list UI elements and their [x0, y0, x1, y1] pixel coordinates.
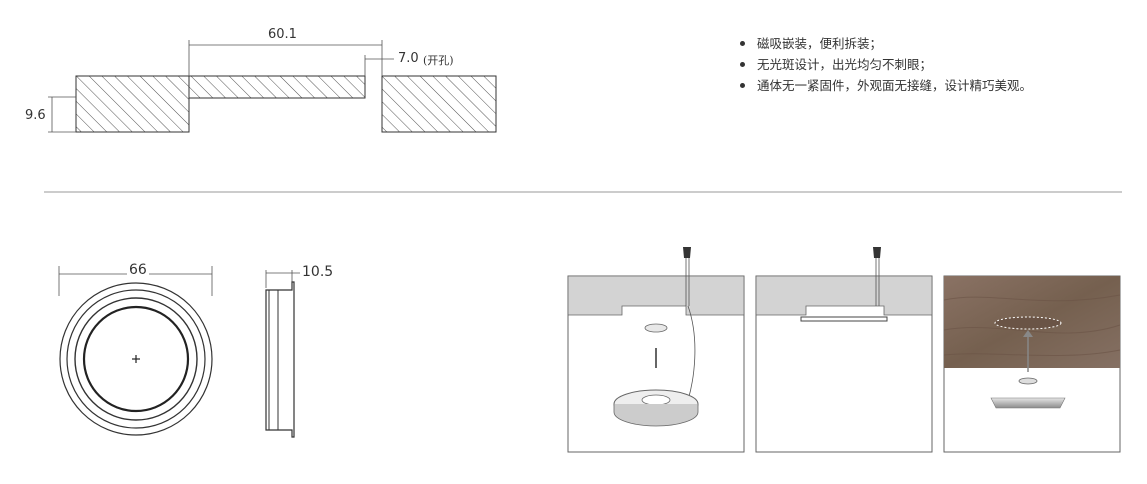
ceiling-board-2	[755, 275, 933, 316]
bullet-icon	[740, 41, 745, 46]
install-step-3	[943, 275, 1121, 453]
ceiling-left-block	[75, 75, 190, 133]
connector-1	[683, 247, 691, 258]
connector-2	[873, 247, 881, 258]
feature-text: 无光斑设计，出光均匀不刺眼；	[757, 57, 933, 72]
bullet-icon	[740, 83, 745, 88]
front-view-drawing	[58, 266, 213, 436]
lamp-3	[990, 397, 1066, 409]
feature-text: 磁吸嵌装，便利拆装；	[757, 36, 883, 51]
install-step-1	[567, 247, 745, 453]
lens-circle	[82, 305, 190, 413]
magnet-1	[644, 323, 668, 333]
hole-note-label: (开孔)	[423, 54, 454, 67]
cross-section-drawing	[48, 40, 497, 133]
installed-lamp-2	[800, 316, 888, 322]
feature-text: 通体无一紧固件，外观面无接缝，设计精巧美观。	[757, 78, 1033, 93]
magnet-3	[1018, 377, 1038, 385]
feature-list: 磁吸嵌装，便利拆装； 无光斑设计，出光均匀不刺眼； 通体无一紧固件，外观面无接缝…	[740, 33, 1032, 96]
feature-item: 通体无一紧固件，外观面无接缝，设计精巧美观。	[740, 75, 1032, 96]
power-cable-1	[687, 305, 696, 401]
feature-item: 无光斑设计，出光均匀不刺眼；	[740, 54, 1032, 75]
cutout-outline	[994, 316, 1062, 330]
hole-dimension-label: 7.0	[398, 51, 419, 66]
inner-ring	[74, 297, 198, 421]
side-profile	[265, 281, 295, 438]
ceiling-mid-strip	[188, 75, 366, 99]
diameter-dimension-label: 66	[127, 262, 149, 278]
ceiling-right-block	[381, 75, 497, 133]
side-view-drawing	[265, 270, 300, 438]
depth-dimension-label: 10.5	[302, 264, 334, 280]
feature-item: 磁吸嵌装，便利拆装；	[740, 33, 1032, 54]
install-step-2	[755, 247, 933, 453]
bullet-icon	[740, 62, 745, 67]
middle-ring	[66, 289, 206, 429]
width-dimension-label: 60.1	[268, 27, 297, 42]
outer-ring	[59, 282, 213, 436]
height-dimension-label: 9.6	[25, 108, 46, 123]
